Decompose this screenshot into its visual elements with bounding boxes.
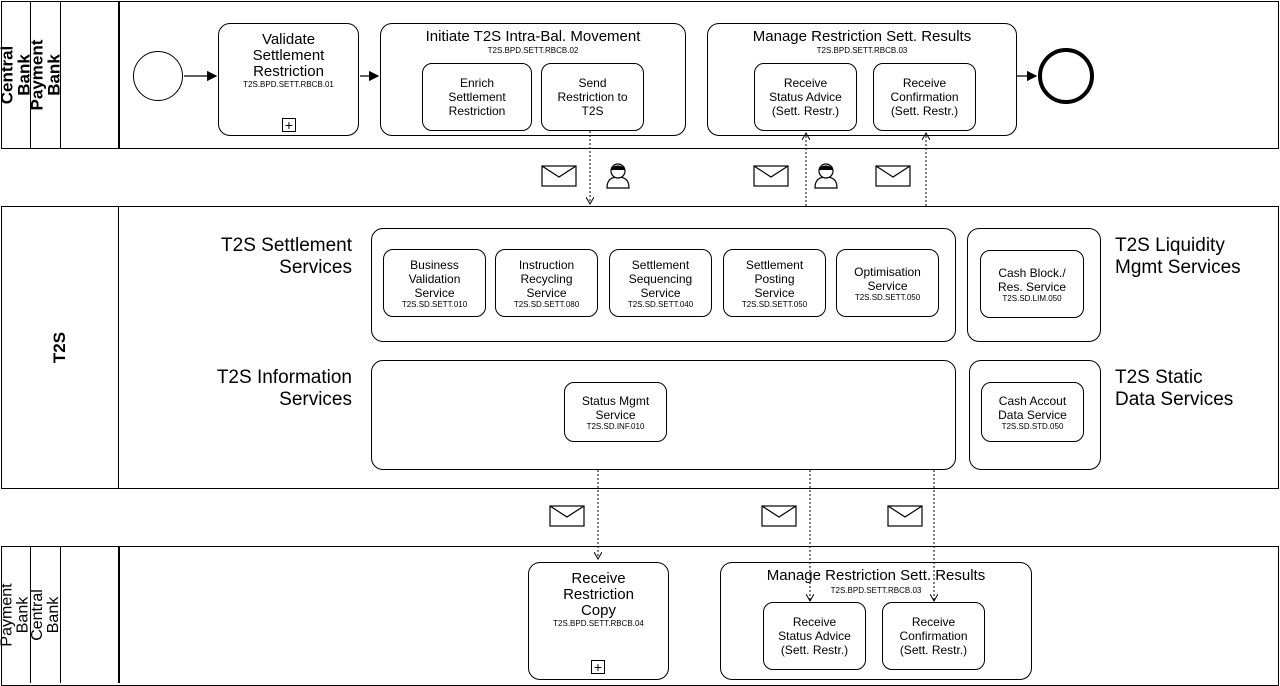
lane-label-payment-bank: Payment Bank	[28, 1, 64, 149]
subprocess-title: Validate Settlement Restriction	[252, 31, 325, 80]
user-icon	[814, 163, 838, 189]
subprocess-code: T2S.BPD.SETT.RBCB.03	[816, 46, 908, 55]
pool-label-t2s: T2S	[1, 206, 119, 489]
subprocess-code: T2S.BPD.SETT.RBCB.03	[830, 586, 922, 595]
end-event	[1038, 48, 1094, 104]
service-settlement-posting[interactable]: Settlement Posting Service T2S.SD.SETT.0…	[723, 249, 826, 317]
envelope-icon	[887, 505, 923, 527]
subprocess-code: T2S.BPD.SETT.RBCB.02	[487, 46, 579, 55]
group-label-information: T2S Information Services	[216, 367, 352, 410]
service-instruction-recycling[interactable]: Instruction Recycling Service T2S.SD.SET…	[495, 249, 598, 317]
plus-icon[interactable]: +	[591, 660, 605, 674]
subprocess-title: Manage Restriction Sett. Results	[752, 28, 972, 45]
subprocess-validate-settlement-restriction[interactable]: Validate Settlement Restriction T2S.BPD.…	[218, 23, 359, 136]
subprocess-title: Initiate T2S Intra-Bal. Movement	[425, 28, 641, 45]
service-status-management[interactable]: Status Mgmt Service T2S.SD.INF.010	[564, 382, 667, 442]
service-cash-account-data[interactable]: Cash Accout Data Service T2S.SD.STD.050	[981, 382, 1084, 442]
task-enrich-settlement-restriction[interactable]: Enrich Settlement Restriction	[422, 63, 532, 131]
lane-divider	[118, 1, 120, 149]
envelope-icon	[549, 505, 585, 527]
task-receive-confirmation-bottom[interactable]: Receive Confirmation (Sett. Restr.)	[882, 602, 985, 670]
subprocess-code: T2S.BPD.SETT.RBCB.01	[243, 80, 334, 89]
service-cash-blocking-reservation[interactable]: Cash Block./ Res. Service T2S.SD.LIM.050	[980, 250, 1084, 318]
task-receive-status-advice-bottom[interactable]: Receive Status Advice (Sett. Restr.)	[763, 602, 866, 670]
user-icon	[606, 163, 630, 189]
subprocess-title: Manage Restriction Sett. Results	[766, 567, 986, 584]
envelope-icon	[761, 505, 797, 527]
service-optimisation[interactable]: Optimisation Service T2S.SD.SETT.050	[836, 249, 939, 317]
task-receive-status-advice-top[interactable]: Receive Status Advice (Sett. Restr.)	[754, 63, 857, 131]
task-receive-confirmation-top[interactable]: Receive Confirmation (Sett. Restr.)	[873, 63, 976, 131]
lane-divider	[118, 546, 120, 683]
pool-label-payment-bank: Payment Bank	[0, 546, 32, 683]
group-label-settlement: T2S Settlement Services	[221, 235, 352, 278]
lane-label-central-bank: Central Bank	[29, 546, 62, 683]
start-event	[133, 51, 183, 101]
plus-icon[interactable]: +	[282, 118, 296, 132]
service-settlement-sequencing[interactable]: Settlement Sequencing Service T2S.SD.SET…	[609, 249, 712, 317]
group-label-liquidity: T2S Liquidity Mgmt Services	[1115, 235, 1241, 278]
envelope-icon	[753, 165, 789, 187]
envelope-icon	[541, 165, 577, 187]
pool-label-central-bank: Central Bank	[0, 1, 34, 149]
group-label-static-data: T2S Static Data Services	[1115, 367, 1234, 410]
service-business-validation[interactable]: Business Validation Service T2S.SD.SETT.…	[383, 249, 486, 317]
envelope-icon	[875, 165, 911, 187]
task-send-restriction-to-t2s[interactable]: Send Restriction to T2S	[541, 63, 644, 131]
